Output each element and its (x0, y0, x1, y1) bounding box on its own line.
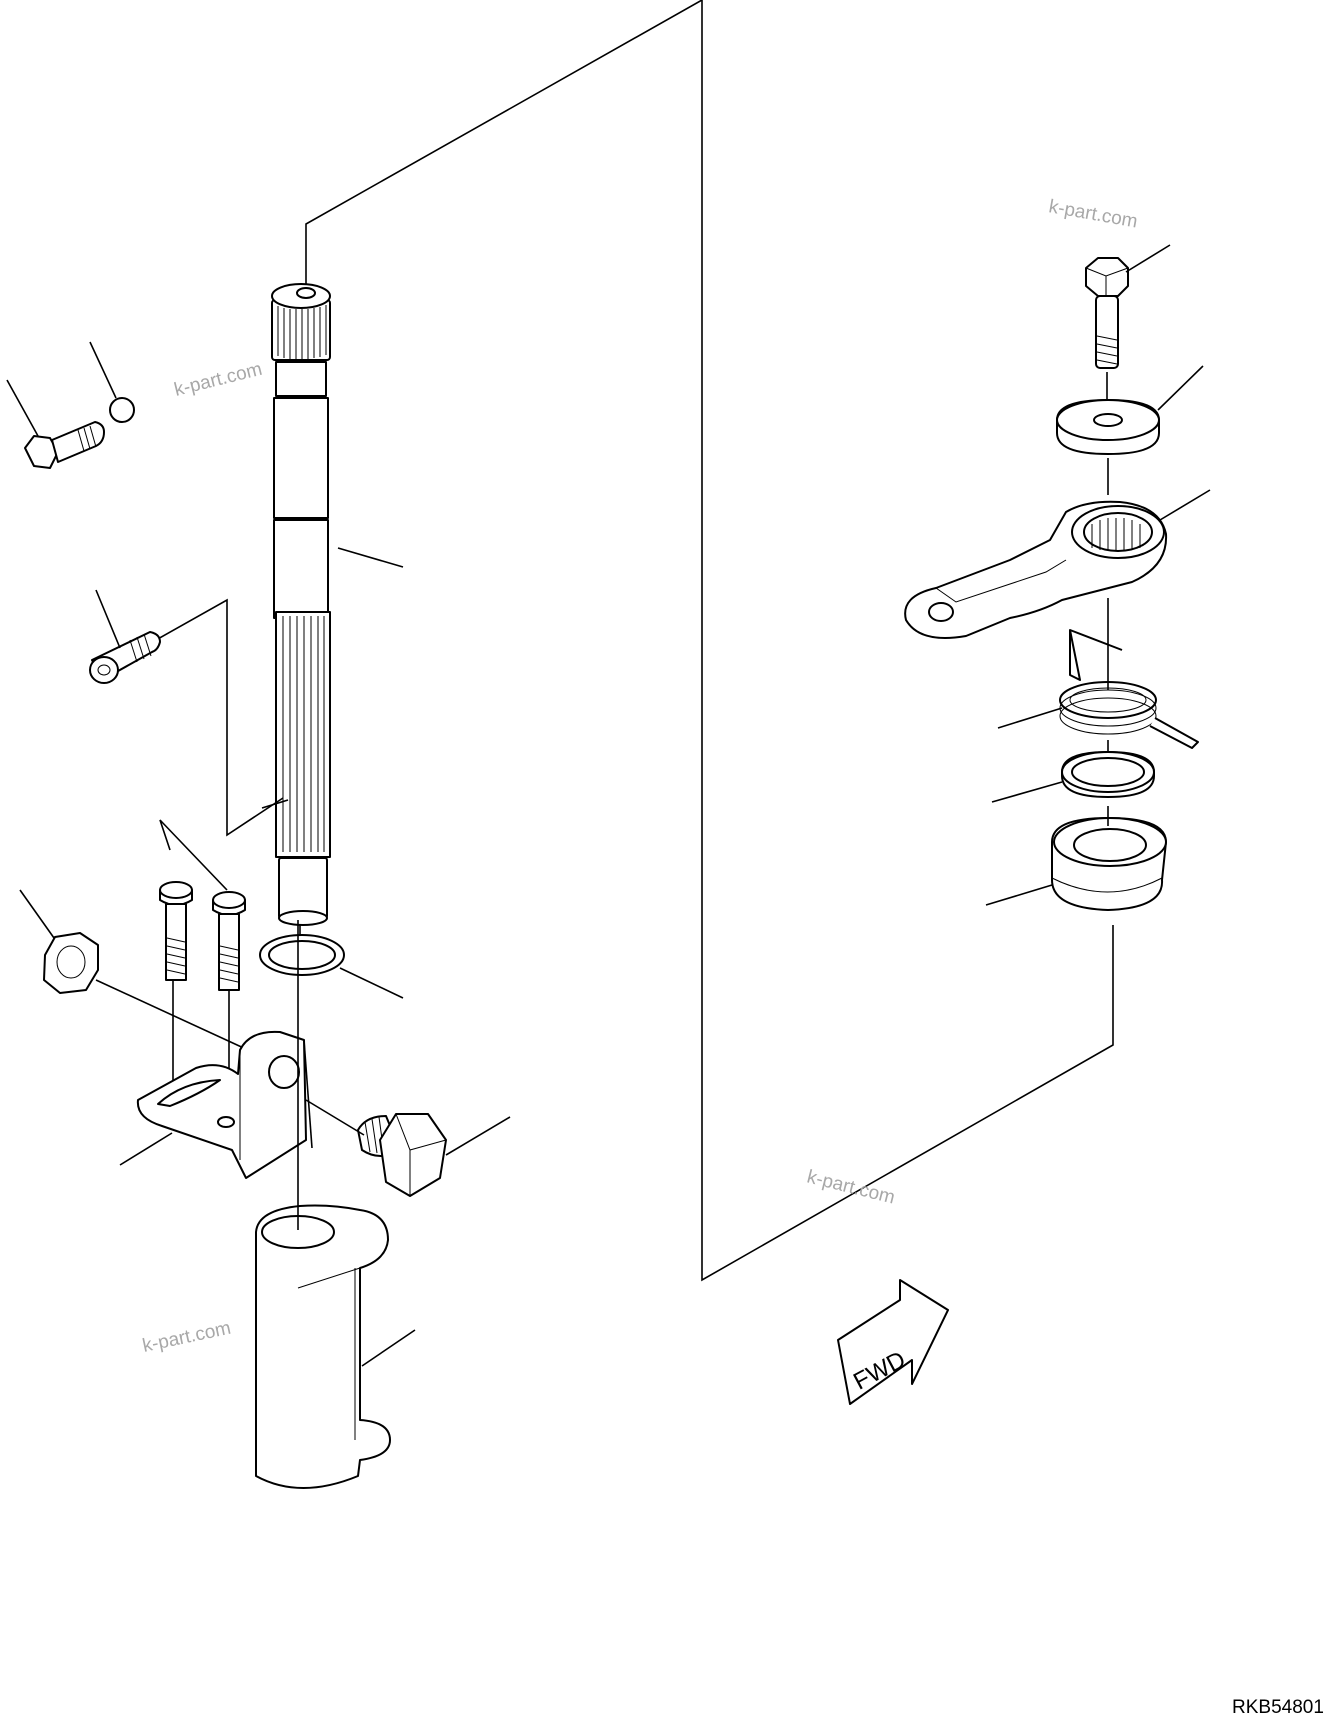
watermark-2: k-part.com (172, 359, 264, 401)
watermark-1: k-part.com (1047, 196, 1139, 232)
shaft-leaders (155, 547, 404, 837)
right-flat-washer (1056, 365, 1204, 495)
pitman-arm (904, 489, 1211, 639)
o-ring (259, 925, 404, 999)
bushing (985, 806, 1167, 911)
drawing-code: RKB54801 (1232, 1697, 1324, 1718)
upper-left-hex-bolt (6, 379, 105, 469)
mounting-bracket (119, 1030, 313, 1179)
steering-shaft (261, 283, 331, 926)
lock-nut (19, 889, 249, 1051)
assembly-frame-lines (305, 0, 1114, 1282)
socket-cap-screw (89, 589, 161, 684)
hex-plug (305, 1099, 511, 1197)
thrust-washer (991, 740, 1155, 803)
watermark-3: k-part.com (805, 1166, 897, 1208)
watermark-4: k-part.com (141, 1318, 233, 1357)
bracket-bolt-left (159, 881, 193, 981)
bracket-bolt-right (212, 891, 246, 991)
right-hex-bolt (1085, 244, 1171, 402)
column-tube (255, 920, 416, 1489)
forward-direction-arrow: FWD (837, 1279, 949, 1405)
torsion-spring (997, 598, 1199, 749)
upper-left-washer (89, 341, 135, 423)
